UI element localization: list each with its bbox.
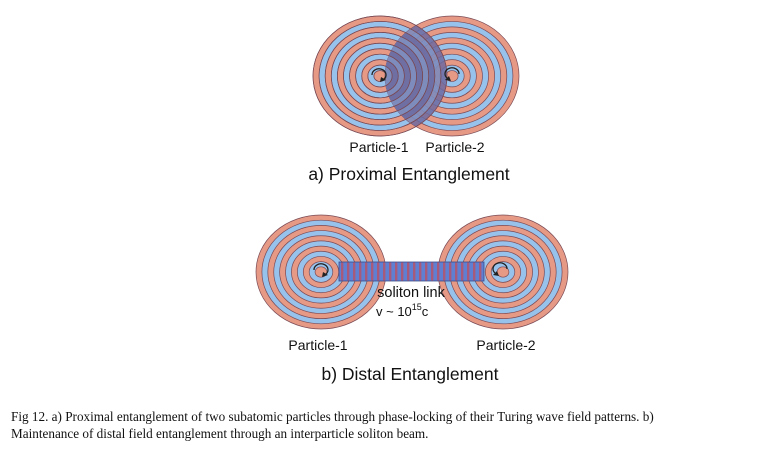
link-stripe bbox=[401, 262, 404, 281]
particle-2-label: Particle-2 bbox=[476, 337, 535, 353]
link-stripe bbox=[395, 262, 398, 281]
panel-a-title: a) Proximal Entanglement bbox=[308, 164, 509, 184]
link-stripe bbox=[407, 262, 410, 281]
link-stripe bbox=[365, 262, 368, 281]
field-ring bbox=[343, 42, 417, 110]
link-stripe bbox=[461, 262, 464, 281]
link-stripe bbox=[425, 262, 428, 281]
particle-1-label: Particle-1 bbox=[288, 337, 347, 353]
link-stripe bbox=[347, 262, 350, 281]
velocity-exponent: 15 bbox=[412, 302, 422, 312]
particle-2-label: Particle-2 bbox=[425, 139, 484, 155]
link-stripe bbox=[371, 262, 374, 281]
entanglement-figure: Particle-1 Particle-2 a) Proximal Entang… bbox=[255, 15, 569, 384]
particle-1-spin-arrow bbox=[313, 263, 329, 277]
link-stripe bbox=[449, 262, 452, 281]
link-stripe bbox=[437, 262, 440, 281]
link-stripe bbox=[467, 262, 470, 281]
velocity-label: v ~ 1015c bbox=[376, 302, 429, 319]
link-stripe bbox=[419, 262, 422, 281]
link-stripe bbox=[473, 262, 476, 281]
link-stripe bbox=[377, 262, 380, 281]
particle-2-spin-arrow bbox=[492, 262, 508, 276]
field-ring bbox=[318, 21, 442, 131]
particle-1-outline bbox=[312, 15, 448, 137]
link-stripe bbox=[389, 262, 392, 281]
caption-line-2: Maintenance of distal field entanglement… bbox=[11, 426, 429, 441]
field-ring bbox=[330, 32, 430, 120]
velocity-prefix: v ~ 10 bbox=[376, 304, 412, 319]
particle-2-spin-arrow bbox=[444, 67, 460, 81]
soliton-link-beam bbox=[338, 261, 485, 282]
field-ring bbox=[355, 53, 405, 99]
link-stripe bbox=[359, 262, 362, 281]
link-stripe bbox=[383, 262, 386, 281]
field-ring bbox=[349, 48, 411, 104]
link-stripe bbox=[443, 262, 446, 281]
link-stripe bbox=[413, 262, 416, 281]
field-ring bbox=[337, 37, 423, 115]
link-stripe bbox=[455, 262, 458, 281]
link-stripe bbox=[341, 262, 344, 281]
particle-1-label: Particle-1 bbox=[349, 139, 408, 155]
particle-1-spin-arrow bbox=[371, 68, 387, 82]
velocity-suffix: c bbox=[422, 304, 429, 319]
field-ring bbox=[367, 64, 393, 88]
link-stripe bbox=[479, 262, 482, 281]
field-ring bbox=[361, 59, 399, 93]
particle-2-field-rings bbox=[437, 214, 569, 330]
panel-a-proximal: Particle-1 Particle-2 a) Proximal Entang… bbox=[308, 15, 520, 184]
figure-caption: Fig 12. a) Proximal entanglement of two … bbox=[11, 408, 756, 442]
caption-line-1: Fig 12. a) Proximal entanglement of two … bbox=[11, 409, 654, 424]
link-stripe bbox=[431, 262, 434, 281]
panel-b-distal: soliton link v ~ 1015c Particle-1 Partic… bbox=[255, 214, 569, 384]
field-ring bbox=[324, 26, 436, 126]
field-ring bbox=[312, 15, 448, 137]
link-stripe bbox=[353, 262, 356, 281]
soliton-link-label: soliton link bbox=[377, 285, 445, 301]
panel-b-title: b) Distal Entanglement bbox=[321, 364, 498, 384]
